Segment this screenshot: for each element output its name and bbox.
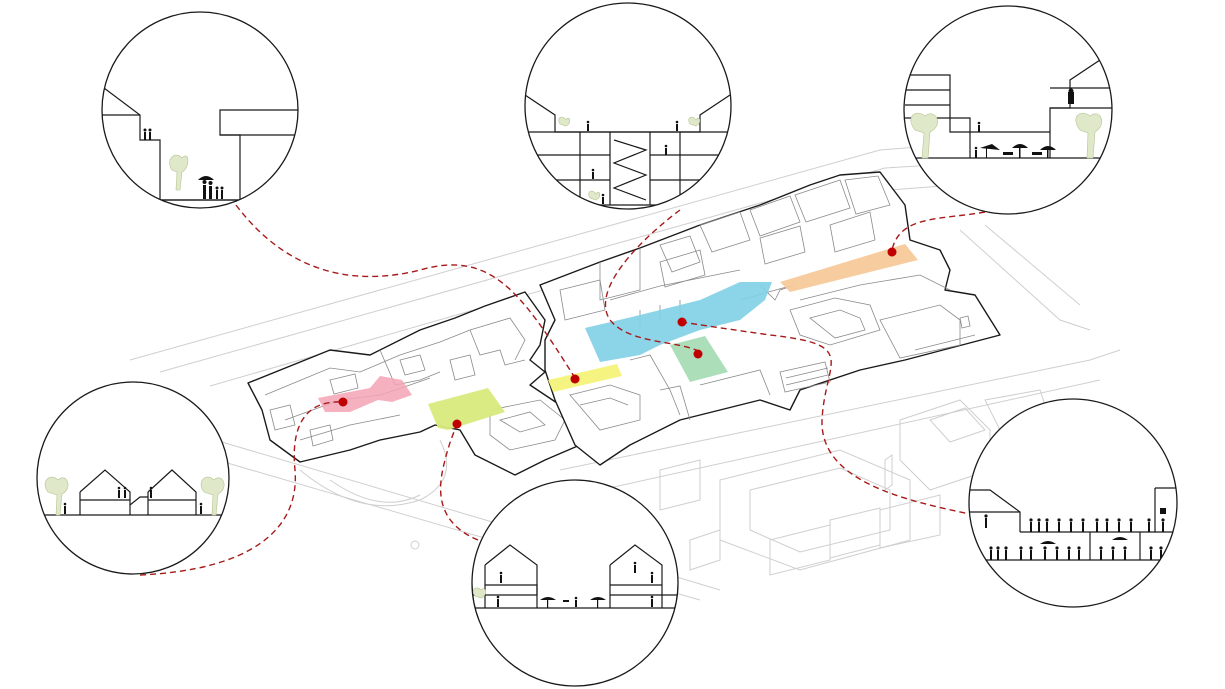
leader-left <box>139 401 344 576</box>
west-building-block <box>247 291 581 476</box>
marker-mint <box>693 349 703 359</box>
leader-bottom-middle <box>439 423 479 541</box>
marker-yellow <box>570 374 580 384</box>
zone-markers <box>338 247 897 429</box>
pedestrian-figures <box>143 128 224 199</box>
leader-top-left <box>235 204 576 379</box>
zone-orange-promenade <box>780 244 918 292</box>
leader-lines <box>139 204 986 576</box>
zone-green-plaza <box>428 388 505 430</box>
marker-pink <box>338 397 348 407</box>
vignette-top-right-terrace-section <box>903 5 1113 215</box>
marker-green <box>452 419 462 429</box>
vignette-bottom-middle-plaza-section <box>471 479 679 687</box>
vignette-top-left-street-section <box>101 11 299 209</box>
leader-right <box>681 321 976 516</box>
zone-yellow-passage <box>548 364 622 392</box>
marker-orange <box>887 247 897 257</box>
leader-top-middle <box>604 209 701 353</box>
vignette-right-crowd-section <box>968 398 1178 608</box>
crowd-figures <box>984 508 1166 560</box>
east-building-block <box>539 171 1001 466</box>
marker-blue <box>677 317 687 327</box>
vignette-left-roof-section <box>36 381 230 575</box>
leader-top-right <box>891 211 986 251</box>
zone-mint-garden <box>670 336 728 382</box>
vignette-top-middle-stair-section <box>524 2 732 210</box>
